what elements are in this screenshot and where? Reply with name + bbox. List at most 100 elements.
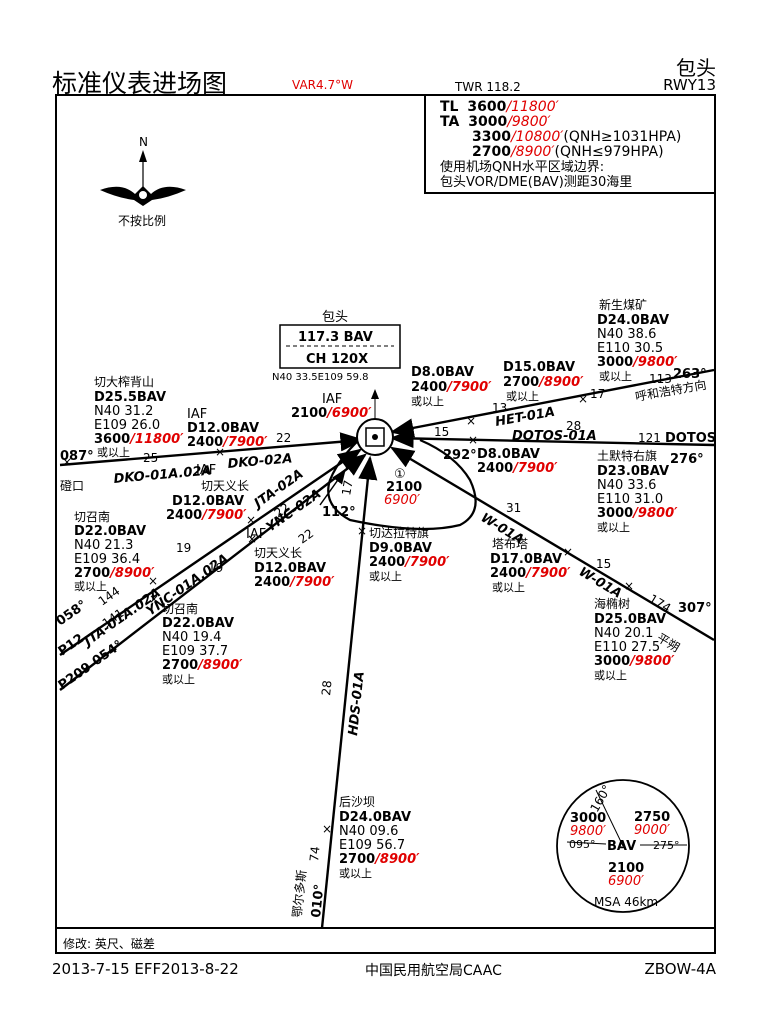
- tower-frequency: TWR 118.2: [455, 80, 521, 94]
- msa-diagram: 160° 095° 275° BAV 2750 9000′ 3000 9800′…: [556, 779, 690, 913]
- fix-hds-far: 后沙坝 D24.0BAV N40 09.6 E109 56.7 2700/890…: [339, 795, 420, 880]
- svg-text:19: 19: [208, 561, 223, 575]
- svg-text:N40 19.4: N40 19.4: [162, 630, 221, 645]
- svg-text:E110 27.5: E110 27.5: [594, 640, 660, 655]
- svg-text:切天义长: 切天义长: [201, 479, 249, 493]
- svg-text:2400/7900′: 2400/7900′: [254, 575, 335, 590]
- vor-info-box: 包头 117.3 BAV CH 120X N40 33.5E109 59.8: [272, 310, 401, 383]
- svg-text:2400/7900′: 2400/7900′: [490, 566, 571, 581]
- svg-text:或以上: 或以上: [339, 867, 372, 880]
- msa-center: BAV: [607, 839, 636, 854]
- fix-x: ×: [468, 433, 478, 447]
- svg-text:D15.0BAV: D15.0BAV: [503, 360, 575, 375]
- msa-label: MSA 46km: [594, 895, 658, 909]
- svg-text:或以上: 或以上: [369, 570, 402, 583]
- airport-city: 包头: [676, 56, 716, 80]
- chart-frame: [55, 94, 716, 954]
- svg-text:或以上: 或以上: [597, 521, 630, 534]
- vor-name: 包头: [322, 310, 348, 325]
- svg-text:或以上: 或以上: [506, 390, 539, 403]
- bearing-292: 292°: [443, 448, 477, 463]
- svg-text:D8.0BAV: D8.0BAV: [411, 365, 474, 380]
- iaf-main-alt: 2100/6900′: [291, 406, 372, 421]
- svg-text:2700/8900′: 2700/8900′: [162, 658, 243, 673]
- holding-pattern: [319, 429, 477, 531]
- svg-text:D22.0BAV: D22.0BAV: [74, 524, 146, 539]
- svg-text:D22.0BAV: D22.0BAV: [162, 616, 234, 631]
- route-ync: [59, 453, 367, 691]
- transition-level-box: TL 3600/11800′ TA 3000/9800′ 3300/10800′…: [424, 96, 714, 194]
- svg-text:N40 21.3: N40 21.3: [74, 538, 133, 553]
- svg-text:切大榨背山: 切大榨背山: [94, 374, 154, 389]
- fix-het-far: 新生煤矿 D24.0BAV N40 38.6 E110 30.5 3000/98…: [597, 297, 678, 383]
- place-west: 磴口: [60, 479, 84, 493]
- fix-x: ×: [215, 445, 225, 459]
- svg-text:2100: 2100: [608, 861, 644, 876]
- svg-text:3600/11800′: 3600/11800′: [94, 432, 184, 447]
- svg-text:切达拉特旗: 切达拉特旗: [369, 525, 429, 540]
- svg-text:2700/8900′: 2700/8900′: [503, 375, 584, 390]
- fix-ync-far: 切召南 D22.0BAV N40 19.4 E109 37.7 2700/890…: [162, 601, 243, 686]
- not-to-scale-note: 不按比例: [118, 214, 166, 228]
- svg-text:3000/9800′: 3000/9800′: [594, 654, 675, 669]
- svg-text:D24.0BAV: D24.0BAV: [597, 313, 669, 328]
- svg-text:2400/7900′: 2400/7900′: [187, 435, 268, 450]
- iaf-main-label: IAF: [322, 392, 342, 407]
- route-jta: [59, 448, 362, 656]
- svg-text:22: 22: [276, 431, 291, 445]
- iaf-label-ync: IAF: [246, 527, 266, 542]
- svg-text:3000/9800′: 3000/9800′: [597, 355, 678, 370]
- svg-text:15: 15: [434, 425, 449, 439]
- vor-dme-symbol: [356, 389, 394, 456]
- chart-title: 标准仪表进场图: [52, 69, 228, 98]
- svg-text:D23.0BAV: D23.0BAV: [597, 464, 669, 479]
- svg-text:275°: 275°: [653, 839, 680, 852]
- svg-text:3000: 3000: [570, 811, 606, 826]
- fix-jta-far: 切召南 D22.0BAV N40 21.3 E109 36.4 2700/890…: [74, 509, 155, 593]
- bearing-276: 276°: [670, 452, 704, 467]
- fix-x: ×: [578, 392, 588, 406]
- svg-text:IAF: IAF: [187, 407, 207, 422]
- vor-channel: CH 120X: [306, 352, 368, 367]
- route-hds: [320, 455, 378, 929]
- svg-text:095°: 095°: [569, 838, 596, 851]
- svg-text:或以上: 或以上: [411, 395, 444, 408]
- svg-text:D12.0BAV: D12.0BAV: [254, 561, 326, 576]
- svg-text:①: ①: [394, 467, 406, 482]
- fix-x: ×: [466, 414, 476, 428]
- bearing-263: 263°: [673, 367, 707, 382]
- svg-text:15: 15: [596, 557, 611, 571]
- fix-dotos-far: 土默特右旗 D23.0BAV N40 33.6 E110 31.0 3000/9…: [597, 448, 678, 534]
- fix-w-d17: 塔布塔 D17.0BAV 2400/7900′ 或以上: [490, 537, 571, 594]
- svg-text:E109 56.7: E109 56.7: [339, 838, 405, 853]
- iaf-label: IAF: [196, 463, 216, 478]
- svg-text:28: 28: [566, 419, 581, 433]
- route-label-dotos-01a: DOTOS-01A: [512, 429, 597, 444]
- fix-x: ×: [246, 513, 256, 527]
- revision-note: 修改: 英尺、磁差: [55, 927, 716, 954]
- bearing-010: 010°: [309, 883, 327, 918]
- svg-text:9000′: 9000′: [634, 823, 670, 838]
- svg-text:2700/8900′: 2700/8900′: [74, 566, 155, 581]
- svg-text:17: 17: [590, 387, 605, 401]
- north-label: N: [139, 135, 148, 149]
- fix-x: ×: [247, 532, 257, 546]
- bearing-112: 112°: [322, 505, 356, 520]
- svg-text:塔布塔: 塔布塔: [492, 537, 528, 551]
- route-label-hds-01a: HDS-01A: [346, 671, 368, 737]
- svg-text:2400/7900′: 2400/7900′: [369, 555, 450, 570]
- svg-text:切天义长: 切天义长: [254, 546, 302, 560]
- svg-text:17: 17: [339, 479, 355, 496]
- svg-text:121: 121: [638, 431, 661, 445]
- fix-x: ×: [148, 574, 158, 588]
- route-w: [389, 446, 715, 642]
- svg-text:或以上: 或以上: [492, 581, 525, 594]
- fix-dko-iaf: IAF D12.0BAV 2400/7900′: [187, 407, 268, 450]
- svg-text:或以上: 或以上: [97, 446, 130, 459]
- route-label-dko-02a: DKO-02A: [227, 451, 293, 472]
- svg-text:N40 31.2: N40 31.2: [94, 404, 153, 419]
- svg-text:6900′: 6900′: [384, 493, 420, 508]
- svg-text:或以上: 或以上: [162, 673, 195, 686]
- svg-text:3000/9800′: 3000/9800′: [597, 506, 678, 521]
- fix-x: ×: [62, 455, 72, 469]
